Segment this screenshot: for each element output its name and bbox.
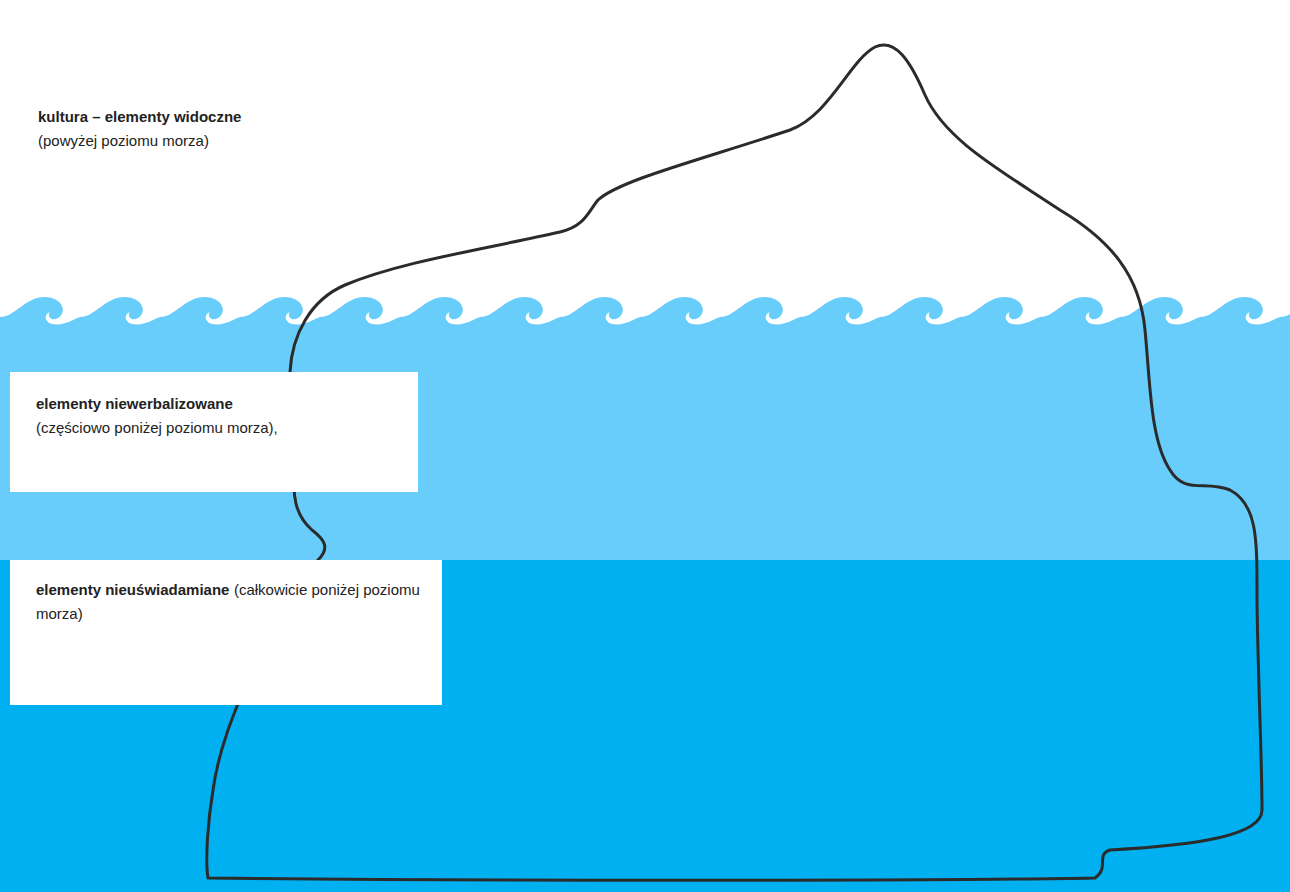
box-heading: elementy nieuświadamiane [36,581,229,598]
text-box: elementy niewerbalizowane(częściowo poni… [10,372,418,492]
waves [0,282,1290,332]
box-note: (częściowo poniżej poziomu morza), [36,416,408,440]
text-box: elementy nieuświadamiane(całkowicie poni… [10,560,442,705]
section-note: (powyżej poziomu morza) [38,132,209,149]
deep-water [0,560,1290,892]
box-heading: elementy niewerbalizowane [36,392,408,416]
section-heading: kultura – elementy widoczne [38,108,241,125]
shallow-water [0,331,1290,561]
